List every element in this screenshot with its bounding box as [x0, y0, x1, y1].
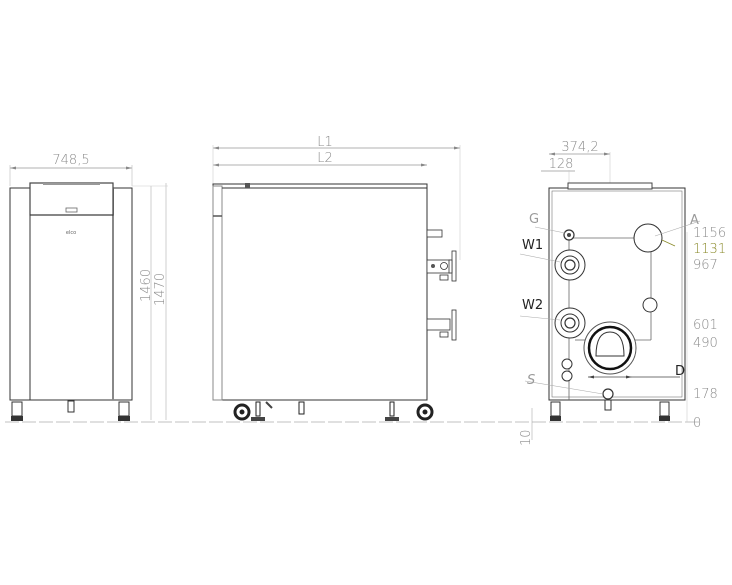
height-178: 178 [693, 387, 718, 402]
height-1131: 1131 [693, 242, 726, 257]
front-view: 748,5 elco 1460 1470 [9, 153, 168, 421]
dim-128: 128 [549, 157, 574, 172]
height-601: 601 [693, 318, 718, 333]
foot-height-10: 10 [519, 429, 534, 446]
label-W1: W1 [522, 238, 543, 253]
front-height-1470: 1470 [153, 273, 168, 306]
length-l2: L2 [317, 151, 333, 166]
height-967: 967 [693, 258, 718, 273]
label-W2: W2 [522, 298, 543, 313]
label-A: A [690, 213, 699, 228]
label-D: D [675, 364, 685, 379]
length-l1: L1 [317, 135, 333, 150]
side-view: L1 L2 [212, 135, 461, 421]
rear-view: 374,2 128 [519, 140, 726, 446]
height-490: 490 [693, 336, 718, 351]
front-width-dim: 748,5 [52, 153, 89, 168]
height-0: 0 [693, 416, 701, 431]
height-1156: 1156 [693, 226, 726, 241]
label-G: G [529, 212, 539, 227]
dim-374-2: 374,2 [561, 140, 598, 155]
label-S: S [527, 373, 535, 388]
front-height-1460: 1460 [139, 269, 154, 302]
brand-logo: elco [66, 230, 76, 236]
